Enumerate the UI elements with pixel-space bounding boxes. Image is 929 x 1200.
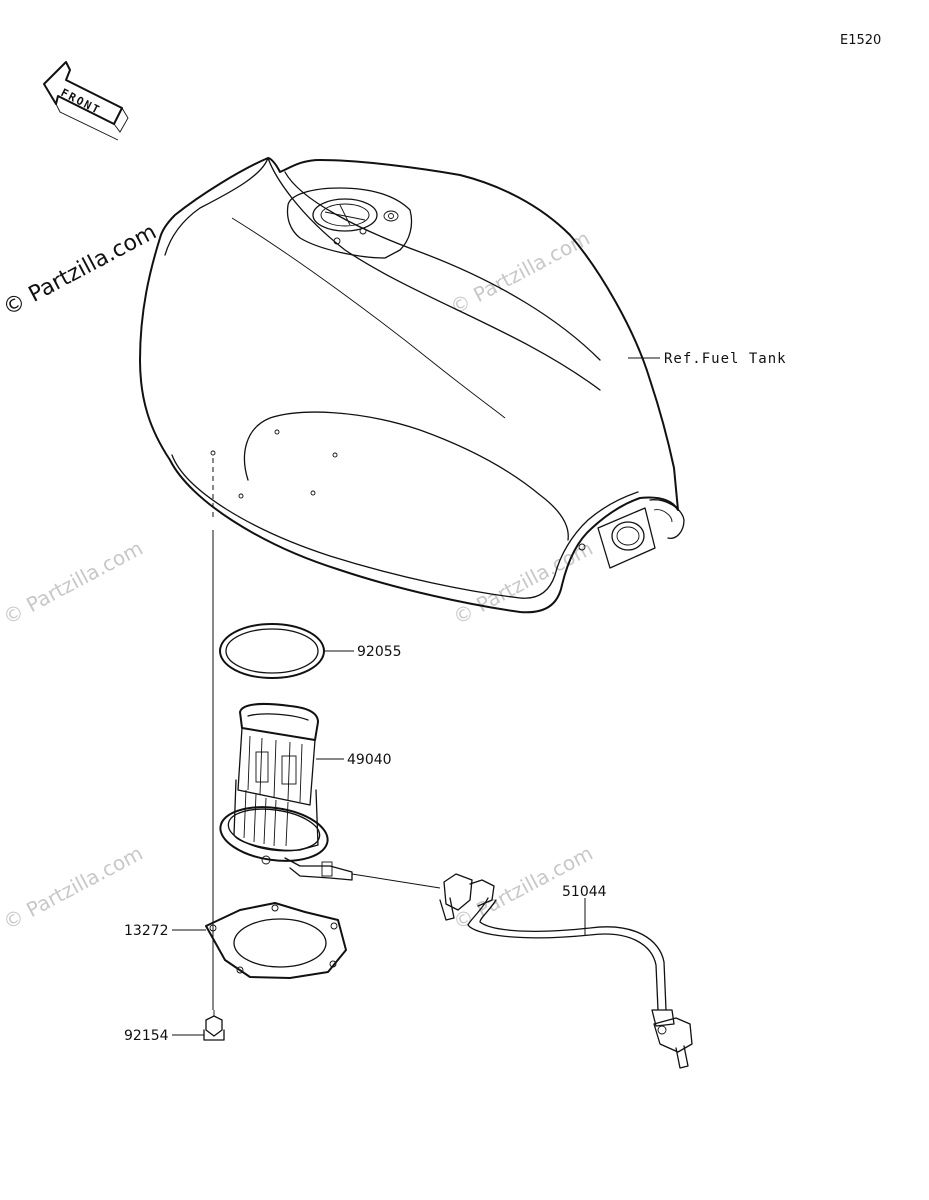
watermark-main: © Partzilla.com: [0, 220, 161, 322]
mounting-plate-13272: [205, 902, 347, 979]
watermarks: © Partzilla.com © Partzilla.com © Partzi…: [0, 226, 597, 935]
callout-92154-label: 92154: [124, 1028, 169, 1044]
callout-49040-label: 49040: [347, 752, 392, 768]
watermark: © Partzilla.com: [0, 536, 147, 630]
ref-fuel-tank-label: Ref.Fuel Tank: [664, 351, 787, 367]
watermark: © Partzilla.com: [0, 841, 147, 935]
front-arrow-icon: FRONT: [43, 61, 129, 141]
fuel-hose-51044: [439, 873, 693, 1069]
fuel-tank: [139, 157, 685, 614]
bolt-92154: [203, 1010, 225, 1041]
o-ring-92055: [219, 623, 325, 679]
fuel-pump-49040: [219, 703, 353, 881]
diagram-code: E1520: [840, 33, 881, 48]
callout-13272-label: 13272: [124, 923, 169, 939]
callout-92055-label: 92055: [357, 644, 402, 660]
callout-51044-label: 51044: [562, 884, 607, 900]
front-arrow-label: FRONT: [59, 86, 103, 117]
pump-hose-connection: [351, 873, 441, 889]
